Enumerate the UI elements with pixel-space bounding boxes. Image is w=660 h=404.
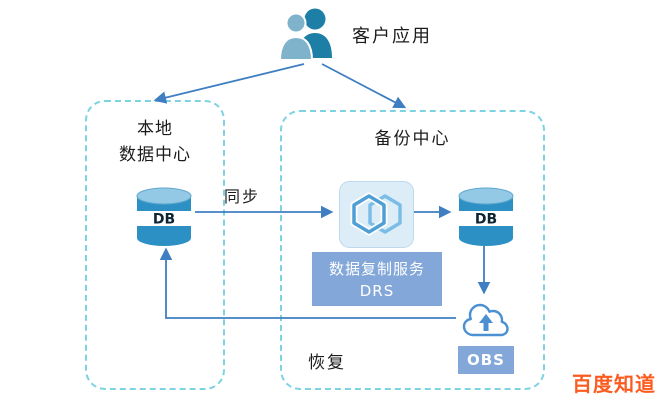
local-dc-title: 本地 数据中心	[87, 116, 223, 169]
arrow-app-to-local	[153, 63, 305, 104]
backup-dc-title: 备份中心	[374, 129, 451, 149]
local-dc-title-line1: 本地	[137, 119, 173, 139]
recovery-label: 恢复	[308, 353, 346, 373]
drs-label-line2: DRS	[359, 281, 395, 300]
backup-db-icon: DB	[458, 187, 514, 246]
obs-cloud-upload-icon	[462, 303, 509, 337]
backup-db-label: DB	[475, 212, 497, 228]
watermark: 百度知道	[572, 372, 656, 396]
arrow-app-to-backup	[321, 63, 407, 109]
drs-label-box: 数据复制服务 DRS	[312, 252, 442, 306]
customer-app-group	[270, 6, 344, 64]
customers-icon	[278, 8, 332, 61]
obs-label-box: OBS	[458, 346, 514, 374]
drs-label-line1: 数据复制服务	[328, 260, 425, 278]
sync-label: 同步	[224, 187, 261, 206]
local-dc-title-line2: 数据中心	[119, 145, 191, 166]
customer-app-label: 客户应用	[352, 26, 432, 47]
backup-dc-box: 备份中心 数据复制服务 DRS DB OBS 恢复	[280, 110, 545, 390]
local-dc-box: 本地 数据中心 DB	[85, 100, 225, 390]
drs-service-icon	[339, 181, 414, 248]
local-db-icon: DB	[136, 187, 192, 246]
local-db-label: DB	[153, 212, 175, 228]
